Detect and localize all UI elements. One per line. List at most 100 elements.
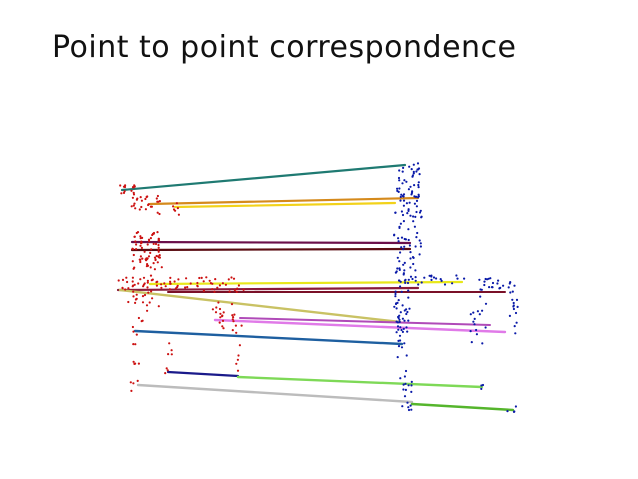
correspondence-line <box>148 196 420 206</box>
cloud-point <box>142 285 145 288</box>
cloud-point <box>142 276 146 279</box>
cloud-point <box>139 260 142 264</box>
cloud-point <box>167 353 170 356</box>
cloud-point <box>407 278 410 281</box>
cloud-point <box>402 263 405 266</box>
cloud-point <box>430 278 433 281</box>
cloud-point <box>401 317 404 320</box>
cloud-point <box>484 302 488 305</box>
cloud-point <box>397 299 400 302</box>
cloud-point <box>470 341 473 344</box>
cloud-point <box>396 187 399 190</box>
cloud-point <box>147 238 151 241</box>
cloud-point <box>155 254 158 258</box>
cloud-point <box>399 285 402 288</box>
cloud-point <box>402 272 405 275</box>
cloud-point <box>138 208 141 211</box>
cloud-point <box>137 282 140 285</box>
cloud-point <box>402 199 406 202</box>
cloud-point <box>149 251 152 254</box>
cloud-point <box>483 283 486 287</box>
cloud-point <box>411 190 414 193</box>
cloud-point <box>401 182 404 185</box>
cloud-point <box>412 220 415 223</box>
cloud-point <box>146 195 149 198</box>
cloud-point <box>237 284 240 287</box>
cloud-point <box>121 287 124 290</box>
cloud-point <box>417 181 420 184</box>
cloud-point <box>399 222 402 225</box>
cloud-point <box>407 188 410 191</box>
cloud-point <box>491 286 494 289</box>
cloud-point <box>398 179 401 182</box>
cloud-point <box>237 354 240 357</box>
cloud-point <box>398 279 401 282</box>
cloud-point <box>498 287 501 290</box>
cloud-point <box>393 305 396 308</box>
cloud-point <box>152 262 155 265</box>
cloud-point <box>409 275 413 278</box>
cloud-point <box>419 209 422 212</box>
cloud-point <box>414 215 417 218</box>
cloud-point <box>514 332 517 335</box>
cloud-point <box>407 384 410 387</box>
cloud-point <box>140 246 143 249</box>
cloud-point <box>403 395 407 398</box>
cloud-point <box>144 208 147 211</box>
cloud-point <box>404 369 408 373</box>
cloud-point <box>404 281 407 284</box>
cloud-point <box>200 276 203 279</box>
cloud-point <box>139 244 142 247</box>
cloud-point <box>146 243 149 246</box>
cloud-point <box>478 278 481 281</box>
cloud-point <box>242 288 245 291</box>
cloud-point <box>491 281 495 285</box>
cloud-point <box>506 410 509 413</box>
cloud-point <box>131 325 134 329</box>
cloud-point <box>399 377 402 380</box>
cloud-point <box>174 209 177 212</box>
cloud-point <box>403 342 406 345</box>
cloud-point <box>476 310 479 313</box>
cloud-point <box>155 197 158 200</box>
cloud-point <box>132 193 136 196</box>
cloud-point <box>234 324 237 327</box>
cloud-point <box>398 320 401 324</box>
cloud-point <box>153 268 156 271</box>
cloud-point <box>397 190 400 193</box>
cloud-point <box>396 325 400 328</box>
cloud-point <box>409 266 412 269</box>
cloud-point <box>186 286 189 289</box>
cloud-point <box>507 286 510 289</box>
cloud-point <box>399 311 402 314</box>
cloud-point <box>139 237 142 240</box>
cloud-point <box>139 235 142 238</box>
cloud-point <box>145 259 148 262</box>
cloud-point <box>216 286 219 289</box>
cloud-point <box>497 279 500 282</box>
correspondence-line <box>410 402 515 412</box>
cloud-point <box>400 210 403 213</box>
cloud-point <box>512 305 515 308</box>
cloud-point <box>516 305 519 308</box>
cloud-point <box>410 384 413 387</box>
cloud-point <box>130 189 133 192</box>
cloud-point <box>218 321 221 324</box>
cloud-point <box>156 194 159 198</box>
cloud-point <box>408 165 411 168</box>
cloud-point <box>123 190 126 193</box>
cloud-point <box>480 387 483 390</box>
cloud-point <box>397 237 400 240</box>
cloud-point <box>126 280 129 284</box>
cloud-point <box>415 205 418 208</box>
cloud-point <box>394 292 397 296</box>
cloud-point <box>412 163 415 166</box>
cloud-point <box>407 319 410 322</box>
cloud-point <box>400 236 404 239</box>
correspondence-line <box>118 288 402 324</box>
cloud-point <box>398 260 401 263</box>
cloud-point <box>399 326 402 329</box>
correspondence-line <box>173 201 397 209</box>
cloud-point <box>410 390 413 393</box>
